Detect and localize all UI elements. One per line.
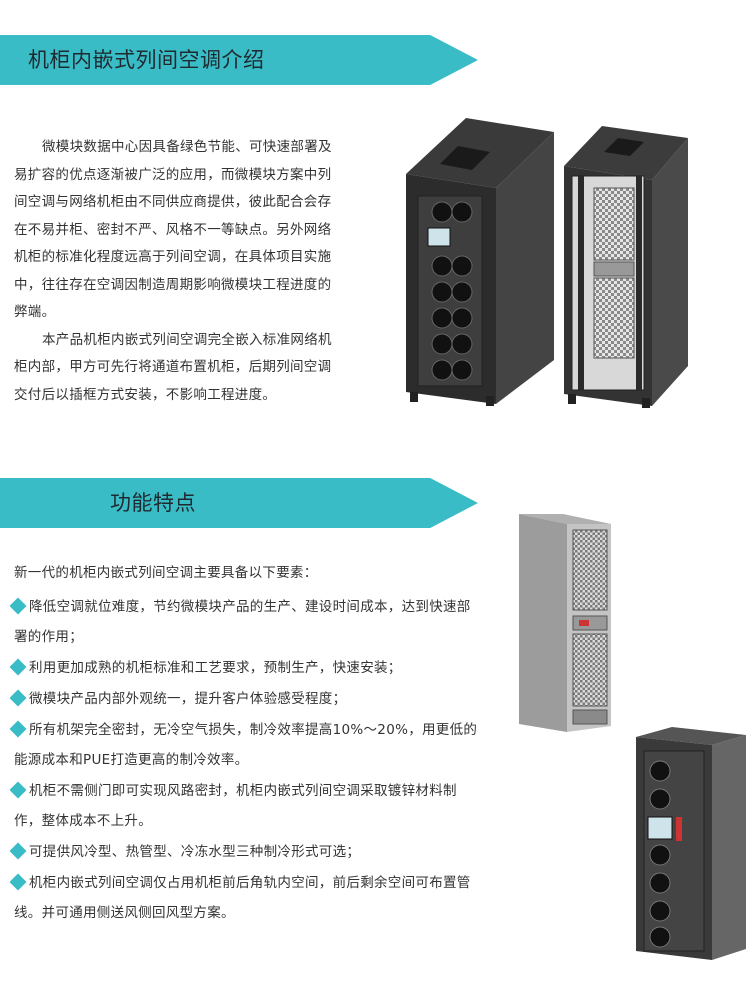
intro-text: 微模块数据中心因具备绿色节能、可快速部署及易扩容的优点逐渐被广泛的应用，而微模块…	[14, 134, 340, 409]
diamond-bullet-icon	[9, 689, 27, 707]
feature-item: 利用更加成熟的机柜标准和工艺要求，预制生产，快速安装；	[9, 653, 484, 684]
diamond-bullet-icon	[9, 842, 27, 860]
diamond-bullet-icon	[9, 781, 27, 799]
feature-lead: 新一代的机柜内嵌式列间空调主要具备以下要素：	[14, 565, 318, 581]
feature-item: 所有机架完全密封，无冷空气损失，制冷效率提高10%～20%，用更低的能源成本和P…	[9, 715, 484, 776]
diamond-bullet-icon	[9, 873, 27, 891]
feature-item: 可提供风冷型、热管型、冷冻水型三种制冷形式可选；	[9, 837, 484, 868]
feature-item: 机柜内嵌式列间空调仅占用机柜前后角轨内空间，前后剩余空间可布置管线。并可通用侧送…	[9, 868, 484, 929]
cabinet-with-ac-unit	[406, 118, 554, 406]
feature-list: 新一代的机柜内嵌式列间空调主要具备以下要素： 降低空调就位难度，节约微模块产品的…	[9, 558, 484, 929]
diamond-bullet-icon	[9, 597, 27, 615]
diamond-bullet-icon	[9, 658, 27, 676]
ac-unit-fan-illustration	[636, 727, 746, 960]
feature-item: 机柜不需侧门即可实现风路密封，机柜内嵌式列间空调采取镀锌材料制作，整体成本不上升…	[9, 776, 484, 837]
intro-paragraph: 微模块数据中心因具备绿色节能、可快速部署及易扩容的优点逐渐被广泛的应用，而微模块…	[14, 139, 332, 320]
diamond-bullet-icon	[9, 720, 27, 738]
cabinet-illustration	[406, 118, 688, 408]
section-banner-intro: 机柜内嵌式列间空调介绍	[0, 35, 478, 85]
open-cabinet	[564, 126, 688, 408]
feature-item: 降低空调就位难度，节约微模块产品的生产、建设时间成本，达到快速部署的作用；	[9, 592, 484, 653]
section-banner-features: 功能特点	[0, 478, 478, 528]
intro-paragraph: 本产品机柜内嵌式列间空调完全嵌入标准网络机柜内部，甲方可先行将通道布置机柜，后期…	[14, 331, 332, 403]
section-title-features: 功能特点	[110, 491, 196, 515]
section-title-intro: 机柜内嵌式列间空调介绍	[28, 48, 265, 72]
ac-unit-mesh-illustration	[519, 514, 611, 732]
feature-item: 微模块产品内部外观统一，提升客户体验感受程度；	[9, 684, 484, 715]
